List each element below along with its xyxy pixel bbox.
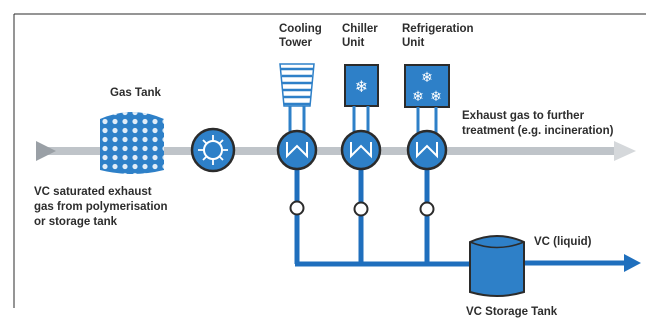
vc-inlet-label-line2: gas from polymerisation [34,201,168,213]
vc-inlet-label-line3: or storage tank [34,216,118,228]
refrigeration-unit-label-line2: Unit [402,37,425,49]
inlet-arrow [36,141,56,161]
storage-tank-label: VC Storage Tank [466,306,558,318]
valve-icon [289,200,305,216]
refrigeration-unit-icon: ❄ ❄ ❄ [404,64,450,108]
vc-inlet-label-line1: VC saturated exhaust [34,186,152,198]
svg-text:❄: ❄ [421,70,433,86]
gas-tank-icon [100,112,164,174]
svg-text:❄: ❄ [355,77,368,96]
chiller-unit-icon: ❄ [344,64,379,107]
valve-icon [419,201,435,217]
gas-pipe [36,147,616,155]
chiller-unit-label-line1: Chiller [342,23,378,35]
chiller-unit-label-line2: Unit [342,37,365,49]
exhaust-out-label-line1: Exhaust gas to further [462,110,585,122]
cooling-tower-icon [279,63,315,107]
valve-icon [353,201,369,217]
outlet-arrow [614,141,636,161]
storage-tank-icon [469,235,525,297]
svg-text:❄: ❄ [430,89,442,105]
heat-exchanger-icon [276,129,318,171]
cooling-tower-label-line1: Cooling [279,23,322,35]
heat-exchanger-icon [406,129,448,171]
heat-exchanger-icon [340,129,382,171]
gas-tank-label: Gas Tank [110,87,162,99]
compressor-icon [190,127,236,173]
unit-connector-pipes [288,106,438,133]
cooling-tower-label-line2: Tower [279,37,313,49]
vc-liquid-label: VC (liquid) [534,236,592,248]
liquid-pipes [294,170,641,272]
exhaust-out-label-line2: treatment (e.g. incineration) [462,125,614,137]
refrigeration-unit-label-line1: Refrigeration [402,23,474,35]
svg-text:❄: ❄ [412,89,424,105]
